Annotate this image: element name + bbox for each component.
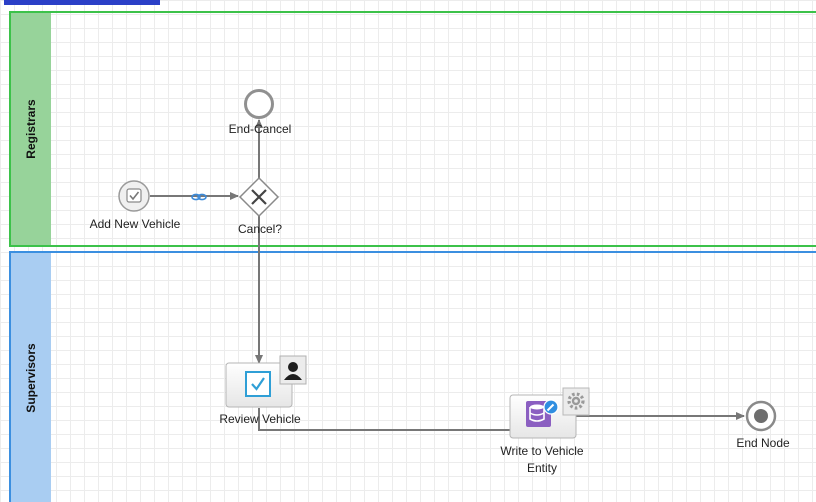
person-icon[interactable]: [279, 355, 307, 385]
gateway-cancel[interactable]: [238, 176, 280, 218]
link-icon: [191, 193, 207, 201]
start-event-add-new-vehicle[interactable]: [118, 180, 150, 212]
flow-start-to-gateway[interactable]: [150, 192, 239, 201]
label-review-vehicle: Review Vehicle: [219, 412, 301, 426]
label-end-node: End Node: [736, 436, 790, 450]
gear-icon[interactable]: [562, 387, 590, 416]
lane-supervisors[interactable]: Supervisors: [9, 251, 816, 502]
lane-header-supervisors[interactable]: Supervisors: [11, 253, 51, 502]
label-cancel-gateway: Cancel?: [237, 222, 283, 236]
check-icon: [126, 188, 142, 203]
label-write-to-vehicle-entity: Write to Vehicle Entity: [500, 444, 584, 475]
lane-header-registrars[interactable]: Registrars: [11, 13, 51, 245]
label-add-new-vehicle: Add New Vehicle: [89, 217, 181, 231]
database-edit-icon: [526, 399, 559, 427]
lane-registrars[interactable]: Registrars: [9, 11, 816, 247]
flow-review-to-write[interactable]: [258, 408, 510, 431]
end-event-end-cancel[interactable]: [244, 89, 274, 119]
task-review-vehicle[interactable]: [225, 362, 293, 408]
toolbar-accent-bar: [4, 0, 160, 5]
end-event-end-node[interactable]: [745, 400, 777, 432]
task-write-to-vehicle-entity[interactable]: [509, 394, 577, 439]
checkbox-icon: [245, 371, 271, 397]
x-icon: [251, 189, 267, 205]
label-end-cancel: End-Cancel: [228, 122, 292, 136]
